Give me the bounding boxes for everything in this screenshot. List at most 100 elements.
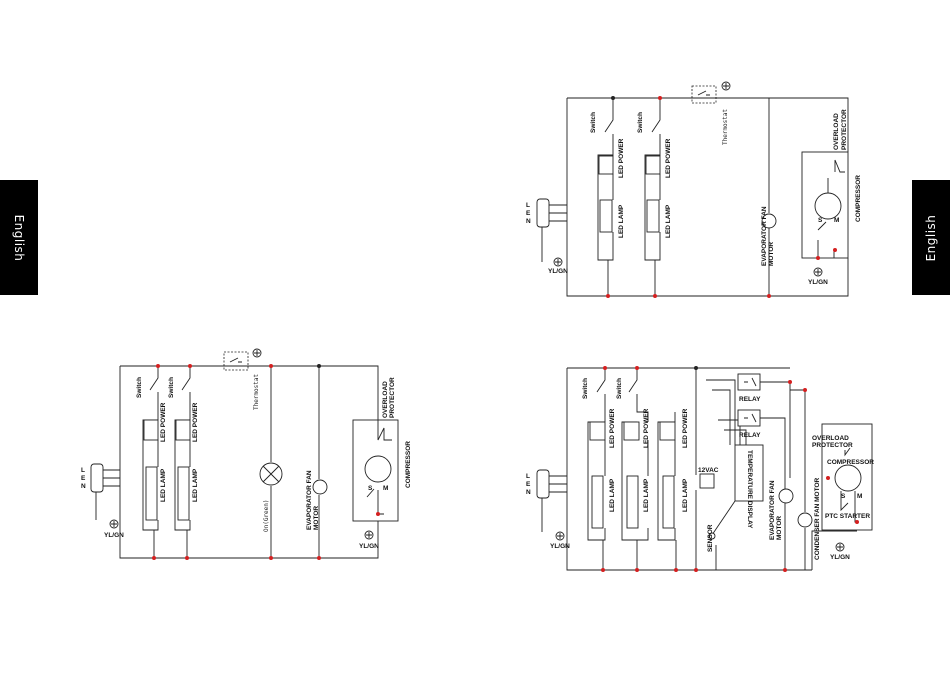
ground-icon: [555, 531, 565, 541]
label-N: N: [526, 489, 531, 496]
label-yl-gn: YL/GN: [830, 554, 850, 561]
ground-icon: [721, 81, 731, 91]
label-led-power: LED POWER: [643, 408, 650, 448]
language-tab-left[interactable]: English: [0, 180, 38, 295]
label-on-green: On(Green): [263, 499, 270, 532]
label-led-lamp: LED LAMP: [682, 478, 689, 512]
label-S: S: [818, 217, 823, 224]
compressor-motor-icon: [814, 192, 842, 220]
compressor-motor-icon: [834, 464, 862, 492]
led-power-box: [589, 421, 606, 441]
thermostat-box: [691, 85, 717, 104]
label-condenser-fan-motor: CONDENSER FAN MOTOR: [814, 477, 821, 560]
label-protector: PROTECTOR: [841, 109, 848, 150]
label-led-lamp: LED LAMP: [665, 204, 672, 238]
fan-motor-icon: [312, 479, 328, 495]
label-thermostat: Thermostat: [253, 373, 260, 410]
language-tab-right[interactable]: English: [912, 180, 950, 295]
label-led-lamp: LED LAMP: [160, 468, 167, 502]
transformer-icon: [699, 473, 715, 489]
label-N: N: [526, 218, 531, 225]
label-led-power: LED POWER: [192, 402, 199, 442]
label-motor: MOTOR: [768, 242, 775, 266]
wiring-diagram-bottom-right: L E N YL/GN Switch LED POWER LED LAMP Sw…: [526, 366, 874, 572]
label-led-lamp: LED LAMP: [618, 204, 625, 238]
label-M: M: [383, 485, 388, 492]
power-plug: [536, 469, 550, 499]
label-switch: Switch: [136, 377, 143, 398]
led-lamp-box: [591, 475, 604, 529]
label-switch: Switch: [616, 378, 623, 399]
label-compressor: COMPRESSOR: [827, 459, 874, 466]
ground-icon: [252, 348, 262, 358]
label-S: S: [841, 493, 846, 500]
label-ptc-starter: PTC STARTER: [825, 513, 870, 520]
led-power-box: [659, 421, 676, 441]
label-motor: MOTOR: [313, 506, 320, 530]
label-yl-gn: YL/GN: [550, 543, 570, 550]
led-power-box: [143, 419, 159, 441]
label-overload: OVERLOAD: [833, 113, 840, 150]
label-switch: Switch: [168, 377, 175, 398]
label-compressor: COMPRESSOR: [855, 175, 862, 222]
compressor-motor-icon: [364, 455, 392, 483]
ground-icon: [364, 530, 374, 540]
label-led-lamp: LED LAMP: [643, 478, 650, 512]
label-thermostat: Thermostat: [722, 108, 729, 145]
label-yl-gn: YL/GN: [359, 543, 379, 550]
label-L: L: [526, 473, 530, 480]
label-12vac: 12VAC: [698, 467, 719, 474]
label-led-lamp: LED LAMP: [192, 468, 199, 502]
wiring-diagram-bottom-left: L E N YL/GN Switch LED POWER LED LAMP Sw…: [81, 348, 412, 560]
label-led-power: LED POWER: [682, 408, 689, 448]
temperature-display-box: [734, 444, 764, 502]
fan-motor-icon: [797, 512, 813, 528]
label-protector: PROTECTOR: [389, 377, 396, 418]
label-switch: Switch: [582, 378, 589, 399]
led-lamp-box: [662, 475, 675, 529]
label-yl-gn: YL/GN: [548, 268, 568, 275]
relay-box: [737, 373, 761, 391]
ground-icon: [813, 267, 823, 277]
label-led-power: LED POWER: [665, 138, 672, 178]
label-led-power: LED POWER: [618, 138, 625, 178]
label-evaporator-fan: EVAPORATOR FAN: [761, 206, 768, 266]
label-L: L: [526, 202, 530, 209]
led-lamp-box: [626, 475, 639, 529]
power-plug: [536, 198, 550, 228]
label-E: E: [526, 210, 531, 217]
label-relay: RELAY: [739, 432, 761, 439]
fan-motor-icon: [778, 488, 794, 504]
label-E: E: [526, 481, 531, 488]
label-overload: OVERLOAD: [382, 381, 389, 418]
fan-motor-icon: [761, 213, 777, 229]
label-M: M: [834, 217, 839, 224]
label-led-power: LED POWER: [609, 408, 616, 448]
label-led-lamp: LED LAMP: [609, 478, 616, 512]
label-S: S: [368, 485, 373, 492]
ground-icon: [835, 542, 845, 552]
label-protector: PROTECTOR: [812, 442, 853, 449]
label-compressor: COMPRESSOR: [405, 441, 412, 488]
sensor-probe: [711, 500, 736, 536]
label-temperature-display: TEMPERATURE DISPLAY: [746, 450, 753, 529]
label-N: N: [81, 483, 86, 490]
label-evaporator-fan: EVAPORATOR FAN: [306, 470, 313, 530]
label-evaporator-fan: EVAPORATOR FAN: [769, 480, 776, 540]
wiring-diagram-top-right: L E N YL/GN Switch LED POWER LED LAMP Sw…: [526, 81, 862, 298]
label-L: L: [81, 467, 85, 474]
ground-icon: [109, 519, 119, 529]
label-overload: OVERLOAD: [812, 435, 849, 442]
led-lamp-box: [646, 199, 660, 233]
relay-box: [737, 409, 761, 427]
label-relay: RELAY: [739, 396, 761, 403]
label-sensor: SENSOR: [707, 524, 714, 552]
label-E: E: [81, 475, 86, 482]
led-power-box: [175, 419, 191, 441]
led-lamp-box: [599, 199, 613, 233]
ground-icon: [553, 257, 563, 267]
label-motor: MOTOR: [776, 516, 783, 540]
label-yl-gn: YL/GN: [104, 532, 124, 539]
label-M: M: [857, 493, 862, 500]
